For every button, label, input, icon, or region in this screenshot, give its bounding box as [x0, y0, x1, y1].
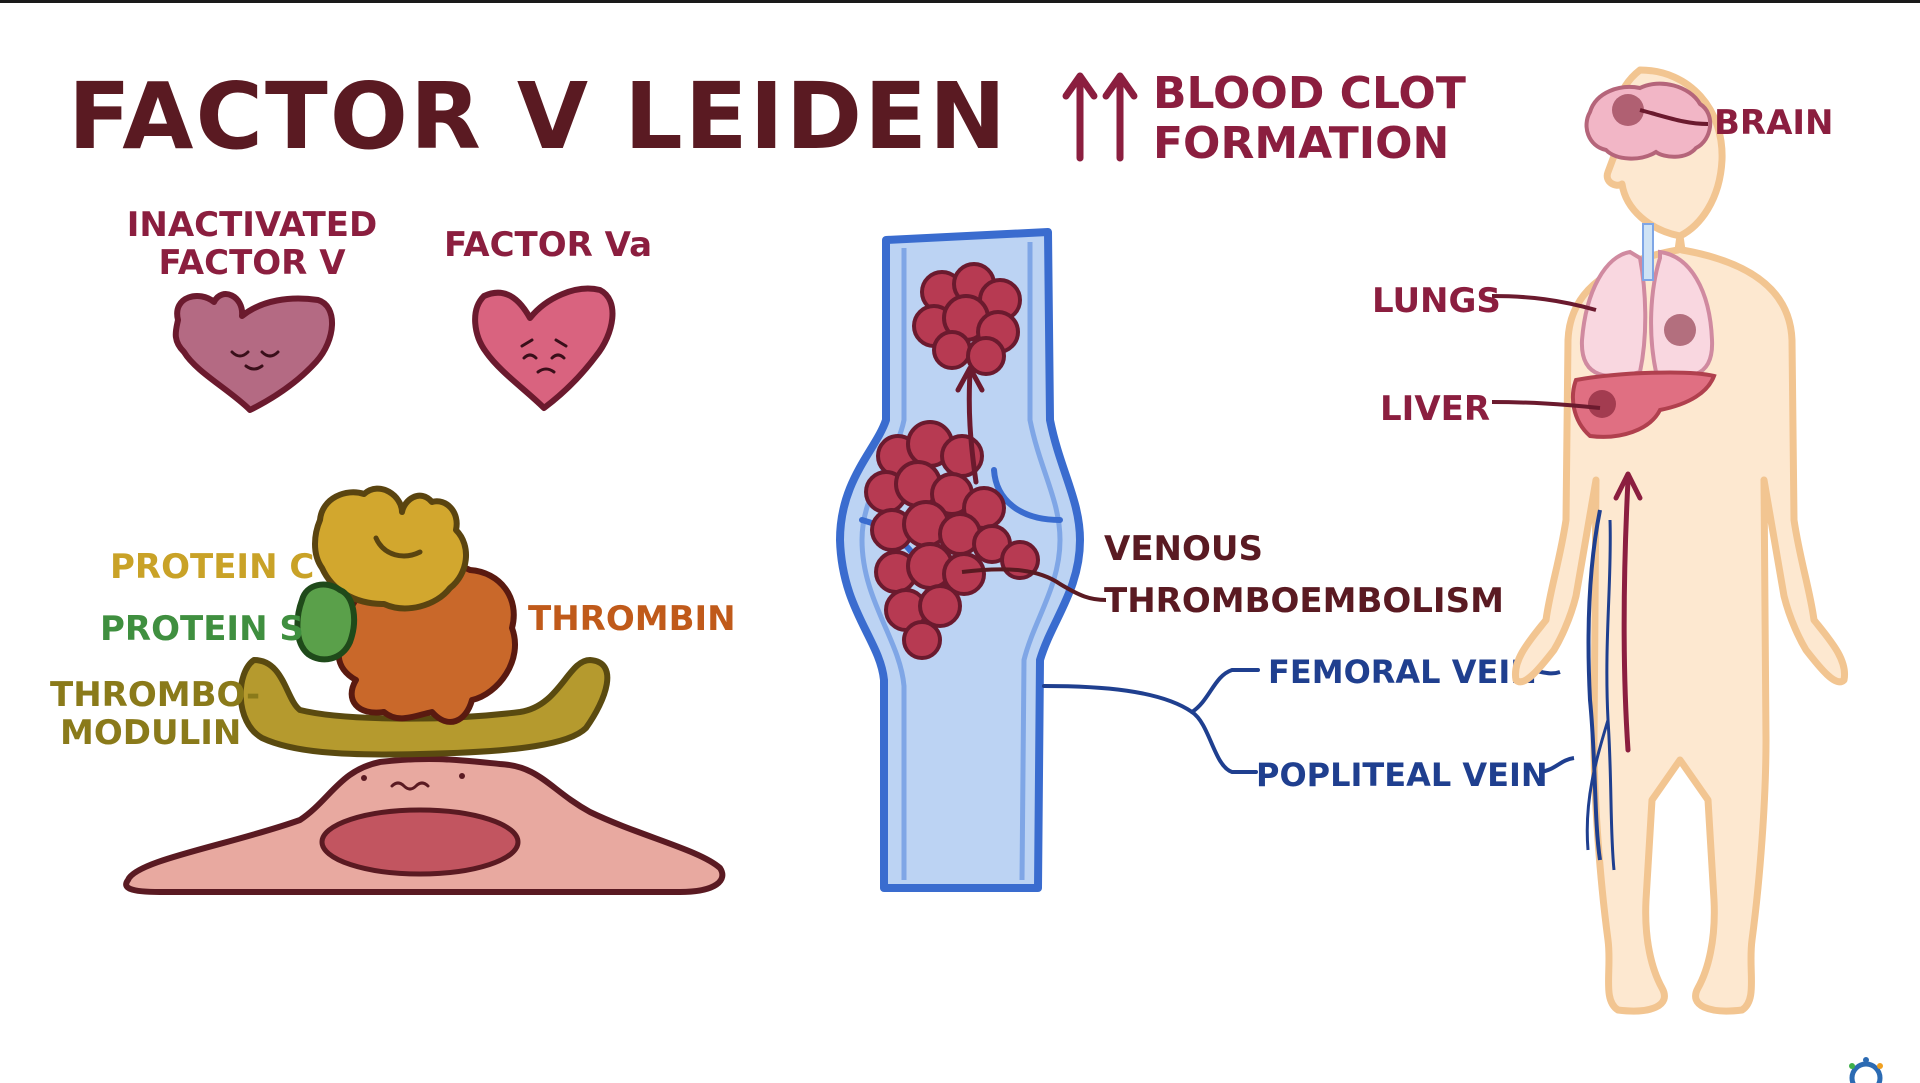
lungs-leader	[1491, 294, 1597, 312]
thrombomodulin-icon	[237, 657, 611, 758]
popliteal-leader	[1539, 756, 1575, 774]
protein-s-label: PROTEIN S	[100, 609, 304, 649]
embolism-arrow-icon	[955, 365, 985, 485]
liver-leader	[1491, 400, 1601, 410]
vte-label-2: THROMBOEMBOLISM	[1104, 581, 1504, 621]
protein-s-icon	[294, 581, 358, 663]
up-arrows-icon	[1062, 72, 1138, 162]
brain-leader	[1639, 108, 1709, 126]
header-line-1: BLOOD CLOT	[1153, 68, 1466, 119]
thrombin-label: THROMBIN	[528, 599, 736, 639]
factor-va-icon	[472, 285, 616, 411]
brain-label: BRAIN	[1714, 103, 1834, 143]
vte-label-1: VENOUS	[1104, 529, 1263, 569]
header-line-2: FORMATION	[1153, 118, 1449, 169]
endothelial-cell-icon	[123, 755, 726, 895]
upper-clot-icon	[912, 262, 1022, 376]
liver-label: LIVER	[1380, 389, 1490, 429]
page-title: FACTOR V LEIDEN	[68, 63, 1008, 170]
lungs-label: LUNGS	[1372, 281, 1501, 321]
protein-c-label: PROTEIN C	[110, 547, 314, 587]
top-border	[0, 0, 1920, 3]
human-body-icon	[1511, 66, 1849, 1015]
popliteal-vein-label: POPLITEAL VEIN	[1256, 756, 1548, 794]
thrombomodulin-label-1: THROMBO-	[50, 675, 260, 715]
inactivated-label-2: FACTOR V	[158, 243, 346, 283]
femoral-vein-label: FEMORAL VEIN	[1268, 653, 1537, 691]
factor-va-label: FACTOR Va	[444, 225, 652, 265]
thrombomodulin-label-2: MODULIN	[60, 713, 241, 753]
lower-clot-icon	[864, 420, 1040, 660]
inactivated-factor-v-icon	[172, 291, 335, 413]
vein-bracket	[1042, 668, 1260, 774]
corner-logo-icon	[1849, 1057, 1883, 1083]
vte-leader-line	[961, 567, 1107, 602]
inactivated-label-1: INACTIVATED	[127, 205, 378, 245]
